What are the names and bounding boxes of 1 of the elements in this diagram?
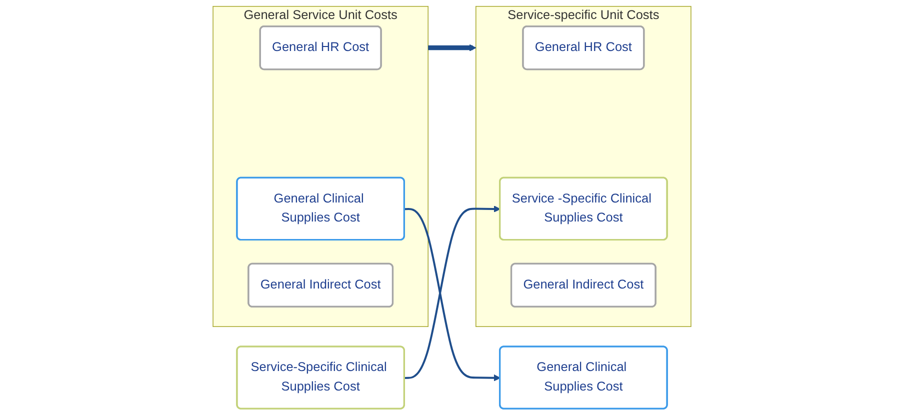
- arrow: [428, 44, 476, 52]
